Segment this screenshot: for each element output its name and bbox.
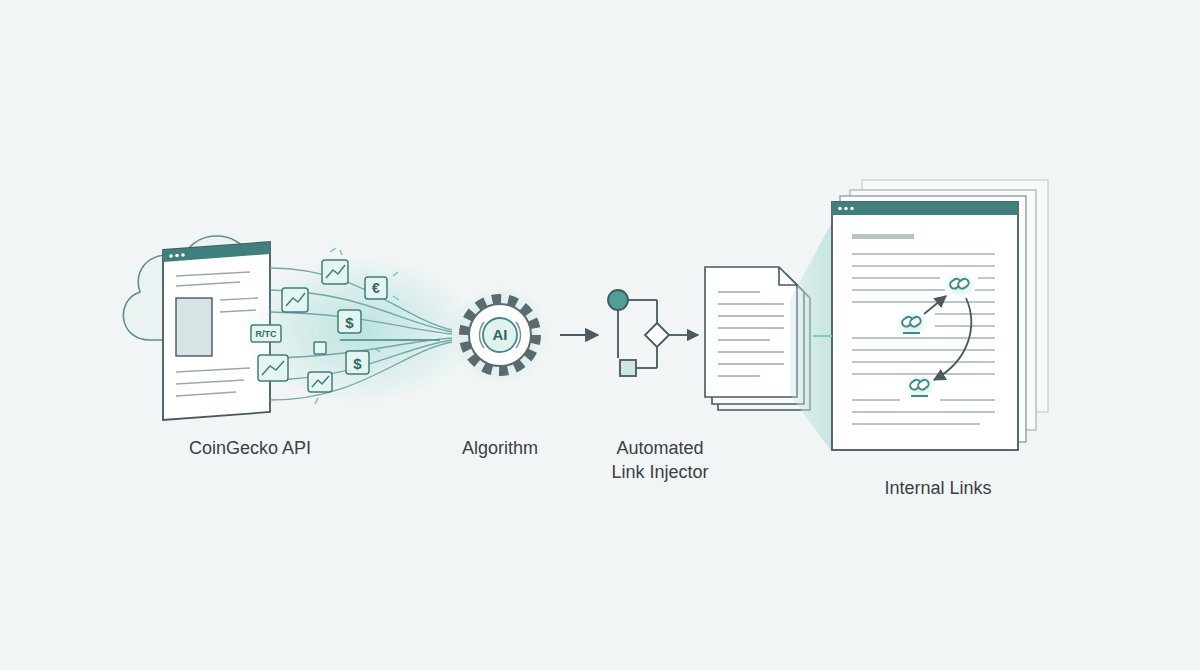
stage-caption: Automated Link Injector [598, 436, 723, 484]
data-symbol-label: $ [353, 355, 361, 370]
flow-lines [270, 268, 452, 400]
flow-connector [813, 335, 832, 337]
data-symbols [251, 260, 387, 392]
stage-node: Automated Link Injector [598, 285, 813, 490]
flowchart-icon [608, 290, 698, 376]
stage-node: Internal Links [832, 195, 1047, 505]
stage-caption: Algorithm [462, 436, 538, 460]
gear-label: AI [493, 326, 508, 344]
gear [450, 285, 550, 385]
data-symbol-label: € [372, 281, 380, 295]
stage-node: AI Algorithm [440, 285, 560, 460]
data-symbol-label: $ [345, 314, 353, 329]
stage-node: CoinGecko API [160, 230, 340, 470]
flow-connector [340, 339, 440, 341]
flow-connector [560, 334, 598, 336]
data-symbol-label: R/TC [256, 329, 277, 338]
stage-caption: Internal Links [884, 476, 991, 500]
sparkles [315, 248, 399, 404]
page-stack [832, 180, 1048, 450]
light-beam [790, 222, 832, 452]
stage-caption: CoinGecko API [189, 436, 311, 460]
